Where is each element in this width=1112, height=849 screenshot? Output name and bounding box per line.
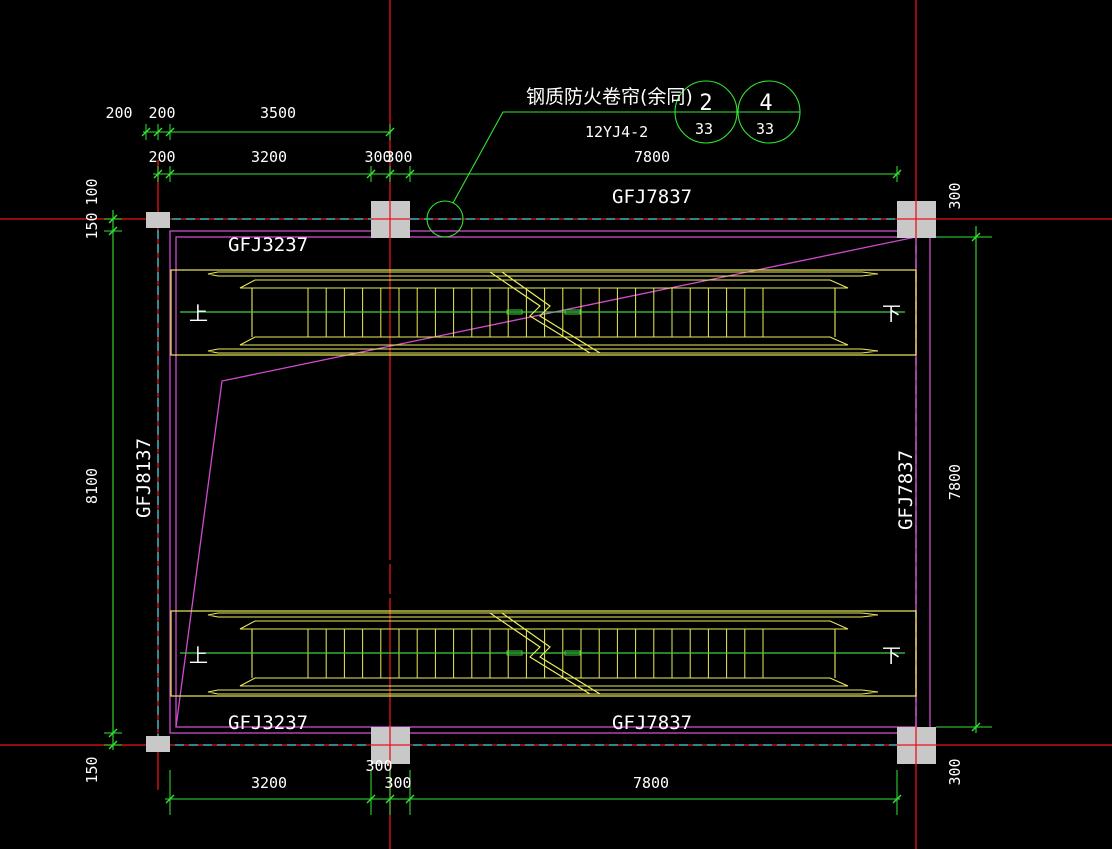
escalator-lower-handrail-1: [207, 689, 879, 695]
dim-left-150b: 150: [83, 756, 101, 783]
tick-bottom-4: [892, 794, 902, 804]
column-bottom-left: [146, 736, 170, 752]
escalator-upper-outline: [170, 269, 917, 356]
dim-bottom-300b: 300: [384, 774, 411, 792]
escalator-upper-handrail-1: [207, 348, 879, 354]
dimension-lines: [104, 131, 992, 800]
dim-row2-3200: 3200: [251, 148, 287, 166]
dim-row2-200: 200: [148, 148, 175, 166]
dim-left-100: 100: [83, 178, 101, 205]
escalator-lower-break-b: [501, 612, 601, 695]
escalator-upper-balustrade-1: [239, 336, 849, 346]
escalator-upper-break-a: [489, 271, 591, 354]
tick-row2-5: [892, 169, 902, 179]
dim-row1-3500: 3500: [260, 104, 296, 122]
tick-bottom-2: [385, 794, 395, 804]
escalator-lower-outline: [170, 610, 917, 697]
dim-bottom-7800: 7800: [633, 774, 669, 792]
label-right-wall: GFJ7837: [895, 450, 917, 530]
tick-row1-2: [165, 127, 175, 137]
escalator-upper-break-b: [501, 271, 601, 354]
wall-outer: [169, 230, 931, 734]
dim-right-7800: 7800: [946, 464, 964, 500]
escalator-upper: [170, 269, 917, 356]
tick-left-1: [108, 226, 118, 236]
tick-right-0: [971, 232, 981, 242]
tick-row2-4: [405, 169, 415, 179]
tick-row1-1: [153, 127, 163, 137]
dim-row1-200b: 200: [148, 104, 175, 122]
escalator-upper-handrail-0: [207, 271, 879, 277]
dim-row2-300b: 300: [385, 148, 412, 166]
axis-overlay: [371, 201, 936, 764]
escalator-upper-down-label: 下: [882, 303, 901, 325]
tick-left-0: [108, 214, 118, 224]
tick-right-1: [971, 722, 981, 732]
columns: [146, 201, 936, 764]
label-top-beam: GFJ7837: [612, 186, 692, 208]
callout-ref: 12YJ4-2: [585, 123, 648, 141]
dim-row2-7800: 7800: [634, 148, 670, 166]
tick-left-3: [108, 740, 118, 750]
tick-row2-3: [385, 169, 395, 179]
dim-right-300b: 300: [946, 758, 964, 785]
dim-bottom-300a: 300: [365, 757, 392, 775]
label-bottom-right: GFJ7837: [612, 712, 692, 734]
detail-1-top: 2: [699, 91, 712, 116]
detail-1-bottom: 33: [695, 120, 713, 138]
texts: 钢质防火卷帘(余同) 12YJ4-2 2 33 4 33 200 200 350…: [83, 86, 964, 792]
section-line: [175, 236, 917, 728]
escalator-upper-arrow-right: [564, 309, 581, 315]
walls: [169, 230, 931, 734]
escalator-lower-break-a: [489, 612, 591, 695]
escalator-lower-down-label: 下: [882, 645, 901, 667]
detail-2-top: 4: [759, 91, 772, 116]
tick-row2-2: [366, 169, 376, 179]
escalator-lower-arrow-right: [564, 650, 581, 656]
dim-right-300a: 300: [946, 182, 964, 209]
tick-row1-0: [141, 127, 151, 137]
callout-title: 钢质防火卷帘(余同): [526, 86, 693, 108]
column-top-left: [146, 212, 170, 228]
escalator-lower-arrow-left: [506, 650, 523, 656]
dim-left-150a: 150: [83, 212, 101, 239]
escalator-upper-up-label: 上: [189, 303, 208, 325]
callout-target-circle: [426, 200, 464, 238]
escalator-upper-balustrade-0: [239, 279, 849, 289]
label-bottom-left: GFJ3237: [228, 712, 308, 734]
dim-row2-300a: 300: [364, 148, 391, 166]
escalator-lower: [170, 610, 917, 697]
dim-row1-200a: 200: [105, 104, 132, 122]
escalator-lower-up-label: 上: [189, 645, 208, 667]
detail-2-bottom: 33: [756, 120, 774, 138]
callout: [426, 80, 801, 238]
dim-left-8100: 8100: [83, 468, 101, 504]
tick-row2-1: [165, 169, 175, 179]
escalator-lower-balustrade-1: [239, 677, 849, 687]
tick-bottom-0: [165, 794, 175, 804]
label-left-wall: GFJ8137: [133, 438, 155, 518]
escalator-lower-balustrade-0: [239, 620, 849, 630]
callout-leader: [452, 111, 680, 204]
tick-left-2: [108, 728, 118, 738]
tick-bottom-3: [405, 794, 415, 804]
hidden-boundary: [157, 218, 917, 746]
dimension-ticks: [108, 124, 981, 815]
dim-bottom-3200: 3200: [251, 774, 287, 792]
escalator-upper-arrow-left: [506, 309, 523, 315]
label-upper-left: GFJ3237: [228, 234, 308, 256]
tick-bottom-1: [366, 794, 376, 804]
wall-inner: [175, 236, 917, 728]
tick-row2-0: [153, 169, 163, 179]
escalator-lower-handrail-0: [207, 612, 879, 618]
tick-row1-3: [385, 127, 395, 137]
